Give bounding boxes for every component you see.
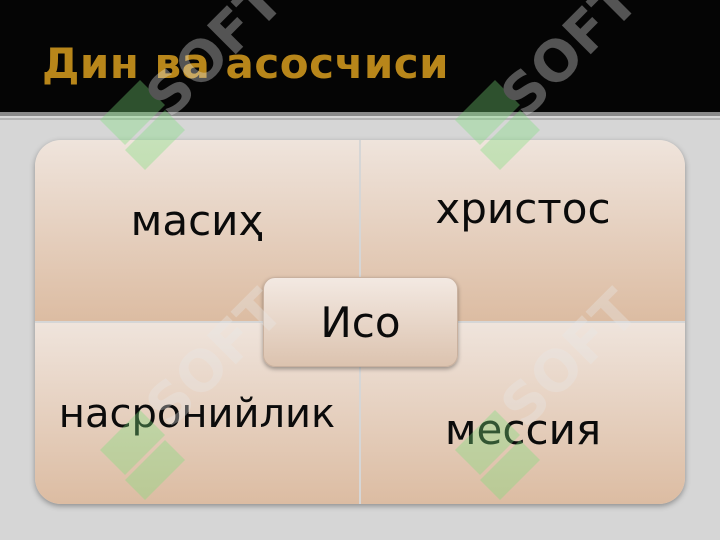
- quadrant-label-top-right: христос: [435, 184, 611, 233]
- quadrant-label-bottom-left: насронийлик: [58, 390, 336, 437]
- center-label: Исо: [320, 297, 401, 347]
- title-divider-thin: [0, 118, 720, 120]
- quadrant-top-left: масиҳ: [35, 140, 359, 321]
- quadrant-bottom-left: насронийлик: [35, 323, 359, 504]
- quadrant-label-bottom-right: мессия: [444, 405, 602, 454]
- center-box: Исо: [263, 277, 458, 367]
- title-divider: [0, 112, 720, 116]
- quadrant-label-top-left: масиҳ: [130, 196, 264, 245]
- title-bar: Дин ва асосчиси: [0, 0, 720, 112]
- slide-title: Дин ва асосчиси: [42, 39, 450, 88]
